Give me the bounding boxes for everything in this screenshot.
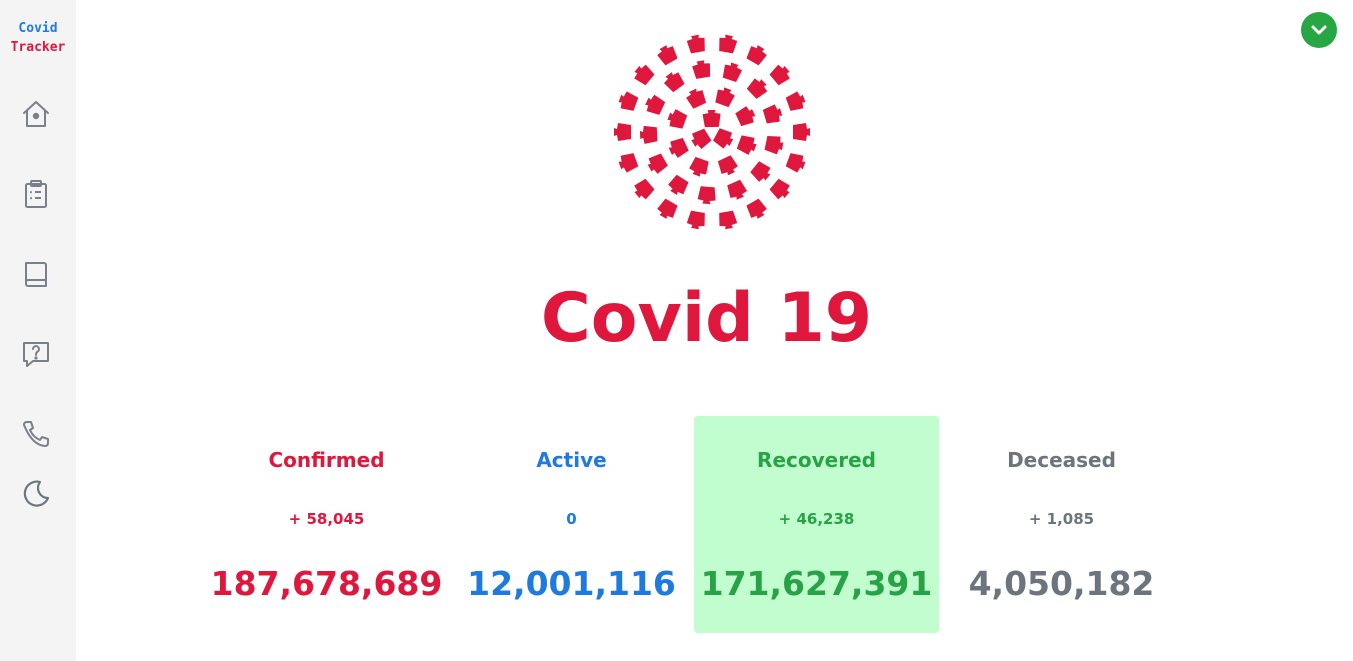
chevron-down-icon (1311, 25, 1327, 35)
virus-spike (713, 128, 734, 149)
virus-spike (686, 34, 705, 54)
deceased-total: 4,050,182 (968, 564, 1155, 603)
active-delta: 0 (566, 510, 577, 528)
virus-logo (614, 34, 810, 230)
recovered-card[interactable]: Recovered + 46,238 171,627,391 (694, 416, 939, 633)
virus-spike (746, 45, 767, 66)
virus-spike (785, 91, 806, 111)
virus-spike (691, 128, 712, 150)
virus-spike (667, 109, 688, 129)
virus-spike (618, 91, 639, 111)
brand-line-2: Tracker (10, 40, 66, 55)
virus-spike (657, 198, 678, 219)
brand-line-1: Covid (18, 21, 58, 36)
expand-toggle-button[interactable] (1301, 12, 1337, 48)
virus-spike (736, 135, 757, 155)
virus-spike (614, 123, 631, 141)
help-icon[interactable] (20, 338, 52, 370)
virus-spike (715, 87, 735, 108)
deceased-label: Deceased (1007, 448, 1116, 472)
virus-spike (722, 62, 743, 83)
virus-spike (645, 94, 666, 115)
virus-spike (727, 179, 748, 200)
confirmed-delta: + 58,045 (288, 510, 365, 528)
virus-spike (746, 78, 768, 99)
virus-spike (634, 178, 655, 200)
phone-icon[interactable] (20, 418, 52, 450)
virus-spike (793, 123, 810, 141)
moon-icon[interactable] (20, 478, 52, 510)
clipboard-icon[interactable] (20, 178, 52, 210)
virus-spike (702, 109, 721, 128)
virus-spike (663, 72, 685, 93)
virus-spike (657, 45, 678, 66)
virus-spike (735, 106, 756, 127)
virus-spike (762, 104, 783, 124)
page-title: Covid 19 (540, 279, 873, 358)
recovered-total: 171,627,391 (700, 564, 933, 603)
virus-spike (639, 125, 658, 144)
virus-spike (647, 153, 668, 174)
deceased-delta: + 1,085 (1028, 510, 1095, 528)
active-card[interactable]: Active 0 12,001,116 (449, 416, 694, 633)
recovered-label: Recovered (757, 448, 876, 472)
virus-spike (634, 64, 655, 86)
virus-spike (719, 210, 738, 230)
virus-spike (764, 136, 784, 155)
confirmed-card[interactable]: Confirmed + 58,045 187,678,689 (204, 416, 449, 633)
virus-spike (746, 198, 767, 219)
virus-spike (769, 178, 790, 200)
deceased-card[interactable]: Deceased + 1,085 4,050,182 (939, 416, 1184, 633)
virus-spike (692, 60, 711, 79)
confirmed-label: Confirmed (268, 448, 385, 472)
virus-spike (689, 156, 709, 177)
virus-spike (686, 210, 705, 230)
virus-spike (750, 161, 771, 182)
virus-spike (668, 137, 689, 158)
home-icon[interactable] (20, 98, 52, 130)
virus-spike (785, 153, 806, 173)
book-icon[interactable] (20, 258, 52, 290)
virus-spike (719, 34, 738, 54)
virus-spike (769, 64, 790, 86)
virus-spike (697, 186, 716, 205)
active-total: 12,001,116 (467, 564, 676, 603)
virus-spike (618, 153, 639, 173)
virus-spike (668, 174, 689, 195)
sidebar: Covid Tracker (0, 0, 76, 661)
virus-spike (717, 155, 738, 176)
active-label: Active (536, 448, 607, 472)
confirmed-total: 187,678,689 (210, 564, 443, 603)
recovered-delta: + 46,238 (778, 510, 855, 528)
virus-spike (686, 88, 707, 109)
brand-logo[interactable]: Covid Tracker (0, 19, 76, 57)
